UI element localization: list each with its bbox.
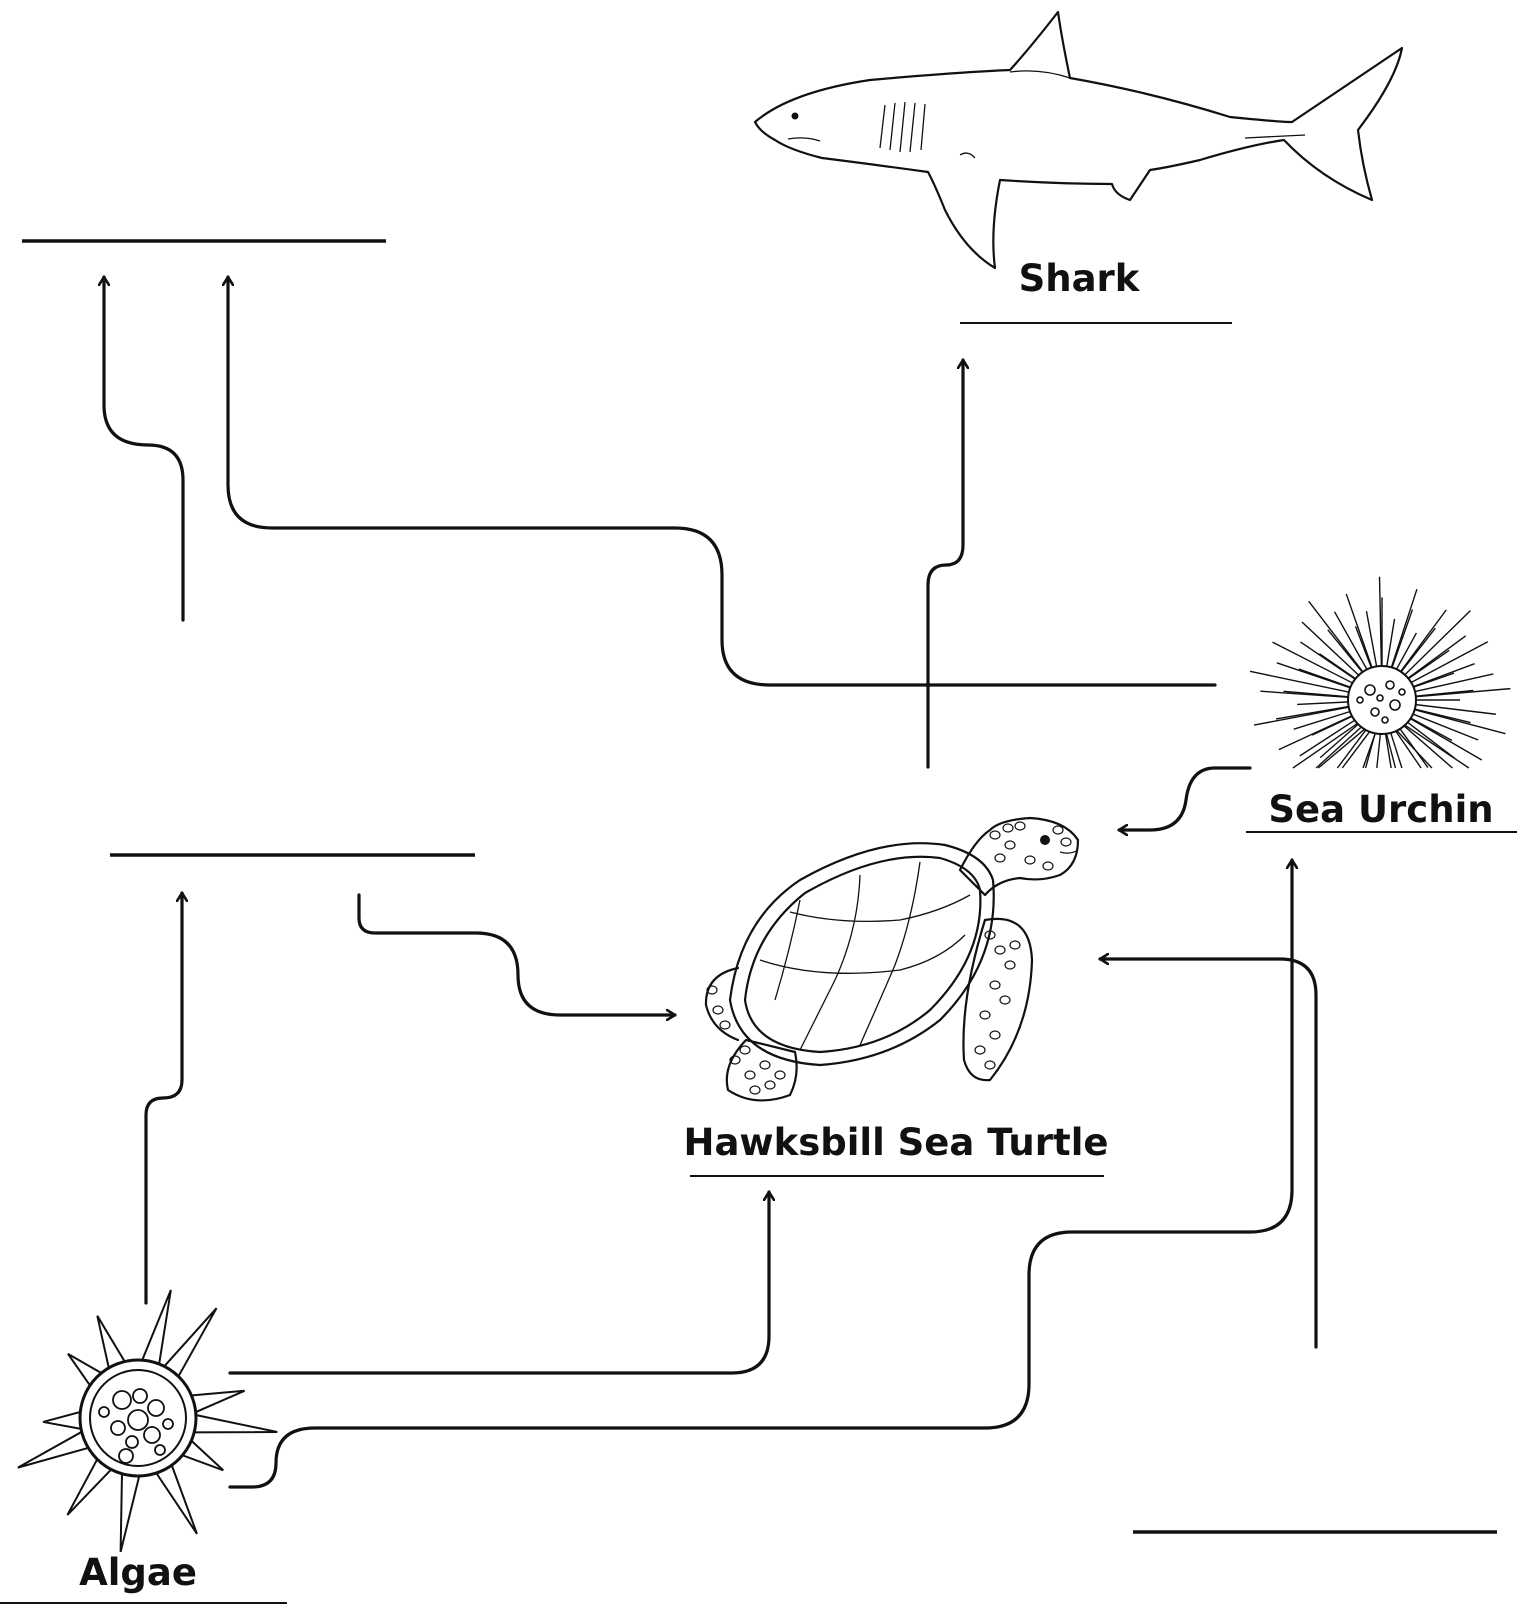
turtle-scale [750,1086,760,1094]
urchin-spine [1297,702,1352,705]
urchin-spine [1390,589,1417,671]
urchin-spine [1407,716,1452,740]
turtle-scale [990,981,1000,989]
urchin-spine [1260,691,1352,697]
turtle-scale [980,1011,990,1019]
urchin-spine [1411,709,1506,734]
sea-turtle-icon [706,818,1078,1100]
urchin-spine [1402,611,1470,678]
urchin-spine [1316,724,1364,768]
urchin-spine [1346,594,1373,671]
turtle-scale [720,1021,730,1029]
urchin-spine [1309,601,1366,675]
turtle-scale [1053,826,1063,834]
urchin-spine [1366,611,1377,670]
turtle-scale [765,1081,775,1089]
sea-urchin-icon [1250,577,1510,768]
arrow-urchin-to-turtle [1119,768,1250,830]
algae-spike [43,1411,83,1429]
arrow-algae-to-turtle [230,1192,769,1373]
turtle-scale [1000,996,1010,1004]
arrow-middle-to-top-left-a [104,277,183,620]
urchin-spine [1401,723,1452,768]
turtle-scale [1010,941,1020,949]
urchin-spine [1410,664,1475,688]
turtle-scale [1025,856,1035,864]
urchin-spine [1410,673,1454,688]
arrow-turtle-to-shark [928,360,963,767]
turtle-scale [990,1031,1000,1039]
turtle-scale [985,1061,995,1069]
urchin-spine [1412,689,1511,697]
turtle-scale [1003,824,1013,832]
turtle-scale [995,854,1005,862]
turtle-scale [1015,822,1025,830]
turtle-scale [975,1046,985,1054]
arrow-algae-to-middle-left [146,893,182,1303]
urchin-spine [1276,706,1353,719]
turtle-scale [740,1046,750,1054]
turtle-scale [995,946,1005,954]
algae-spike [189,1391,244,1413]
turtle-scale [1043,862,1053,870]
arrow-middle-left-to-turtle [359,895,675,1015]
urchin-spine [1398,610,1446,675]
algae-label: Algae [79,1551,197,1594]
algae-spike [192,1415,277,1433]
turtle-scale [713,1006,723,1014]
shark-label: Shark [1019,257,1141,300]
arrow-bottom-right-to-turtle [1100,959,1316,1347]
turtle-scale [775,1071,785,1079]
algae-spike [121,1472,140,1552]
turtle-scale [1005,961,1015,969]
urchin-spine [1404,720,1454,758]
sea-urchin-label: Sea Urchin [1268,788,1493,831]
urchin-spine [1377,730,1381,768]
algae-spike [163,1308,217,1378]
turtle-scale [745,1071,755,1079]
urchin-spine [1380,577,1382,670]
turtle-scale [1061,838,1071,846]
turtle-scale [760,1061,770,1069]
hawksbill-label: Hawksbill Sea Turtle [684,1121,1109,1164]
algae-icon [18,1290,277,1552]
algae-spike [155,1463,197,1534]
arrow-algae-to-urchin [230,860,1292,1487]
turtle-scale [1005,841,1015,849]
algae-spike [18,1431,90,1468]
turtle-scale [990,831,1000,839]
arrow-urchin-to-top-left-b [228,277,1215,685]
shark-icon [755,12,1402,268]
